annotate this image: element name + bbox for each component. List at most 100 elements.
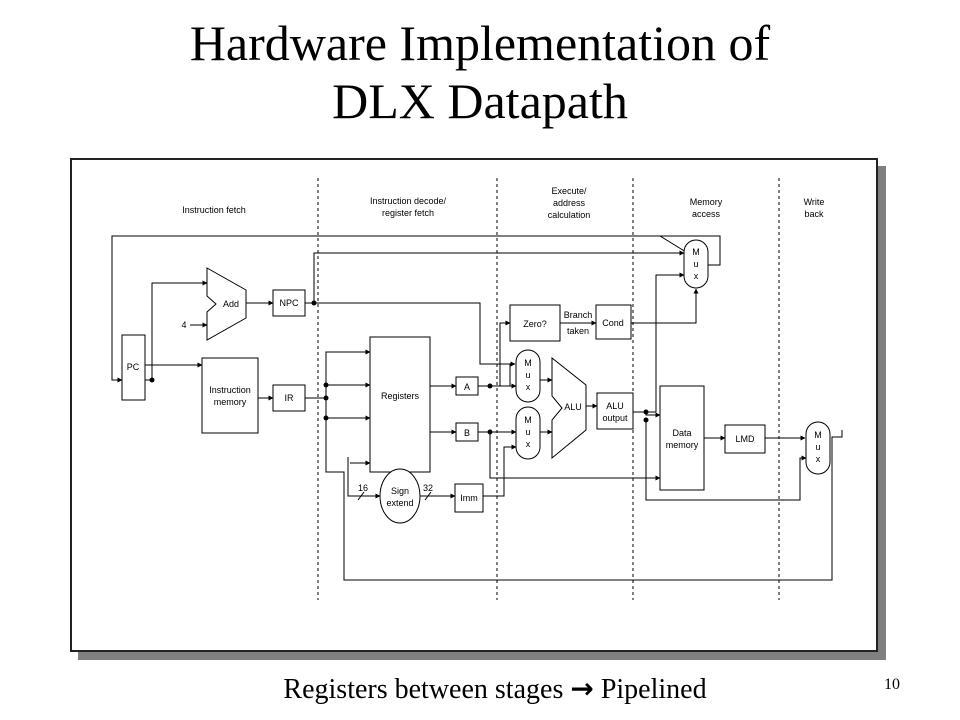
wire-pc-add (145, 280, 208, 381)
svg-text:u: u (815, 442, 820, 452)
alu-block (551, 356, 587, 460)
wire-pc-select (111, 235, 687, 383)
wire-aluout-topmux (646, 272, 685, 413)
imem-label-2: memory (214, 397, 247, 407)
ir-label: IR (285, 393, 295, 403)
wb-mux (805, 421, 831, 475)
datapath-wires (111, 235, 843, 581)
sign-extend-block (379, 468, 421, 524)
cond-label: Cond (602, 318, 624, 328)
pc-label: PC (127, 362, 140, 372)
stage-label-memory-2: access (692, 209, 721, 219)
dmem-label-1: Data (672, 428, 691, 438)
wb-mux-letters: M u x (814, 430, 822, 464)
alu-mux-top (515, 349, 541, 403)
stage-label-execute-2: address (553, 198, 586, 208)
wire-writeback-return (325, 418, 843, 581)
svg-text:u: u (525, 427, 530, 437)
alu-mux-bottom (515, 406, 541, 460)
wire-imm-mux (483, 444, 517, 497)
stage-label-decode-1: Instruction decode/ (370, 196, 447, 206)
wire-aluout-wbmux (645, 420, 807, 501)
stage-label-execute-1: Execute/ (551, 186, 587, 196)
caption-right: Pipelined (600, 674, 707, 705)
branch-label: Branch (564, 310, 593, 320)
imem-label-1: Instruction (209, 385, 251, 395)
svg-text:x: x (816, 454, 821, 464)
wire-ir-rd (325, 398, 371, 421)
pc-mux (683, 239, 709, 289)
stage-label-execute-3: calculation (548, 210, 591, 220)
bus-width-ticks (357, 491, 432, 501)
imem-block (201, 357, 259, 434)
wire-ir-rs1 (305, 349, 371, 399)
bits-32-label: 32 (423, 483, 433, 493)
a-label: A (464, 382, 470, 392)
dmem-block (659, 385, 705, 491)
npc-block (272, 289, 306, 317)
wire-a-zero (490, 320, 511, 387)
caption-left: Registers between stages (283, 674, 564, 705)
sign-label-2: extend (386, 498, 413, 508)
sign-label-1: Sign (391, 486, 409, 496)
title-line-2: DLX Datapath (332, 73, 628, 129)
svg-text:x: x (526, 439, 531, 449)
alu-output-block (596, 392, 634, 430)
stage-label-fetch: Instruction fetch (182, 205, 246, 215)
svg-text:x: x (526, 382, 531, 392)
lmd-label: LMD (735, 434, 755, 444)
add-block (206, 267, 247, 341)
four-label: 4 (181, 320, 186, 330)
junction-dots (149, 300, 649, 435)
wire-topmux-out (660, 235, 721, 266)
title-line-1: Hardware Implementation of (189, 15, 771, 71)
svg-text:u: u (525, 370, 530, 380)
caption-arrow: → (570, 672, 594, 705)
wire-cond-select (631, 288, 699, 324)
registers-label: Registers (381, 391, 420, 401)
stage-label-writeback-2: back (804, 209, 824, 219)
npc-label: NPC (279, 298, 299, 308)
add-label: Add (223, 299, 239, 309)
registers-block (369, 336, 431, 473)
alu-output-label-2: output (602, 413, 628, 423)
b-block (455, 422, 479, 442)
wire-b-dmem (489, 432, 661, 481)
alu-mux-top-letters: M u x (524, 358, 532, 392)
wire-npc-topmux (305, 250, 685, 304)
stage-label-memory-1: Memory (690, 197, 723, 207)
a-block (455, 376, 479, 396)
taken-label: taken (567, 326, 589, 336)
dmem-label-2: memory (666, 440, 699, 450)
alu-mux-bottom-letters: M u x (524, 415, 532, 449)
blocks (121, 239, 831, 524)
slide-caption: Registers between stages → Pipelined (0, 672, 960, 706)
svg-text:M: M (692, 247, 700, 257)
imm-label: Imm (460, 493, 478, 503)
page-number: 10 (884, 676, 900, 693)
pc-block (121, 334, 146, 401)
wire-ir-sign (347, 457, 381, 499)
svg-text:M: M (524, 358, 532, 368)
alu-label: ALU (564, 402, 582, 412)
lmd-block (724, 424, 766, 454)
pc-mux-letters: M u x (692, 247, 700, 281)
svg-text:M: M (524, 415, 532, 425)
stage-label-decode-2: register fetch (382, 208, 434, 218)
cond-block (595, 304, 632, 340)
alu-output-label-1: ALU (606, 401, 624, 411)
svg-text:M: M (814, 430, 822, 440)
stage-separators (317, 178, 780, 600)
svg-text:x: x (694, 271, 699, 281)
wire-npc-alumux (314, 302, 516, 367)
imm-block (454, 483, 484, 513)
zero-block (509, 304, 561, 342)
b-label: B (464, 428, 470, 438)
svg-text:u: u (693, 259, 698, 269)
ir-block (272, 384, 306, 412)
bits-16-label: 16 (358, 483, 368, 493)
slide-title: Hardware Implementation of DLX Datapath (0, 14, 960, 130)
zero-label: Zero? (523, 319, 547, 329)
stage-label-writeback-1: Write (804, 197, 825, 207)
